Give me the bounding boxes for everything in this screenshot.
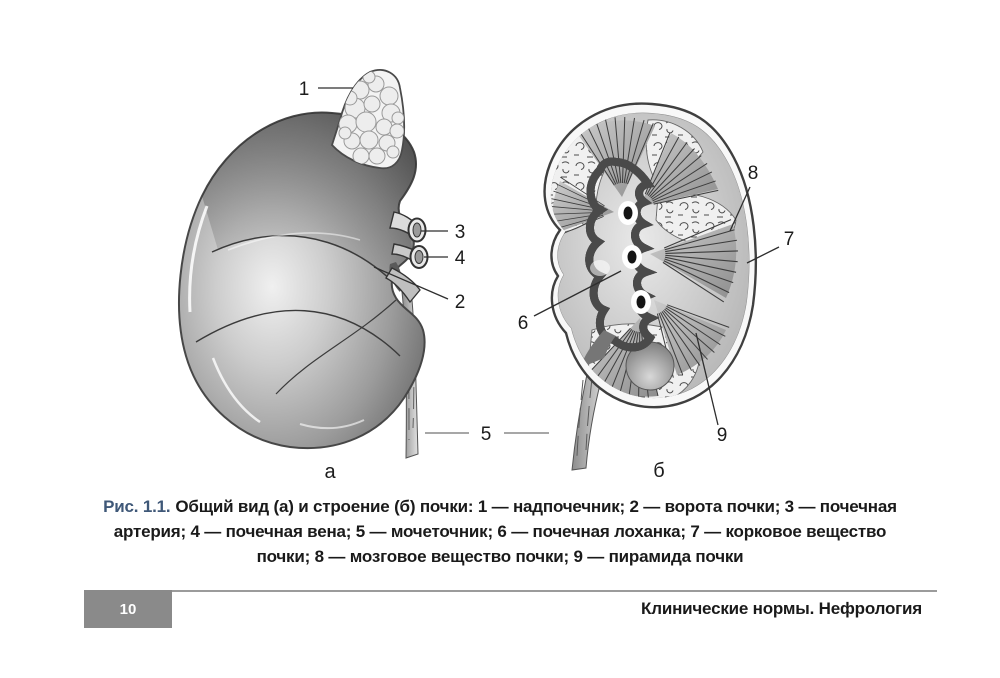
kidney-external-view <box>178 69 429 459</box>
callout-3: 3 <box>455 222 466 243</box>
kidney-section-view <box>543 102 758 471</box>
adrenal-gland-illustration <box>331 69 406 170</box>
page-number-box: 10 <box>84 590 172 628</box>
figure-caption-text: Общий вид (а) и строение (б) почки: 1 — … <box>113 497 897 566</box>
figure-caption-label: Рис. 1.1. <box>103 497 171 516</box>
callout-labels: 1 2 3 4 5 6 7 8 9 а б <box>299 79 795 483</box>
callout-7: 7 <box>784 229 795 250</box>
callout-5: 5 <box>481 424 492 445</box>
figure-caption: Рис. 1.1.Общий вид (а) и строение (б) по… <box>103 494 897 569</box>
panel-a-letter: а <box>324 461 336 483</box>
callout-6: 6 <box>518 313 529 334</box>
kidney-diagram: 1 2 3 4 5 6 7 8 9 а б <box>178 69 795 483</box>
kidney-lobe-lines <box>188 205 425 430</box>
callout-9: 9 <box>717 425 728 446</box>
panel-b-letter: б <box>653 460 664 482</box>
callout-8: 8 <box>748 163 759 184</box>
running-title: Клинические нормы. Нефрология <box>641 599 922 618</box>
callout-2: 2 <box>455 292 466 313</box>
renal-papilla-dots <box>618 201 651 314</box>
renal-pelvis-illustration <box>580 161 660 368</box>
callout-4: 4 <box>455 248 466 269</box>
footer-rule <box>84 590 937 592</box>
callout-lines <box>318 87 780 434</box>
callout-1: 1 <box>299 79 310 100</box>
page-number: 10 <box>119 600 137 618</box>
